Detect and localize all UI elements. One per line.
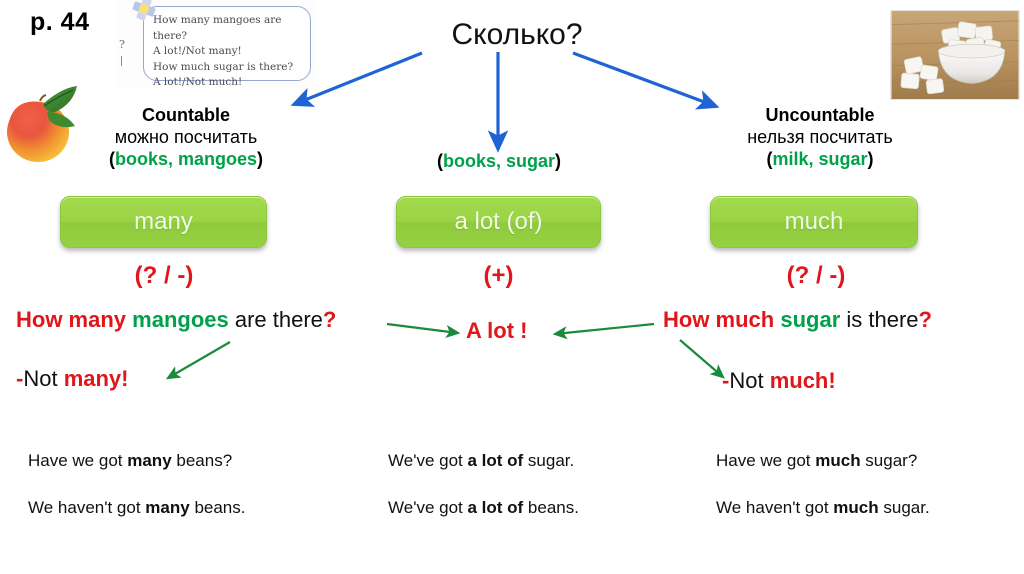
q-right-part4: ? (918, 307, 932, 332)
page-title-text: Сколько? (451, 18, 583, 51)
example-post: beans? (171, 451, 233, 470)
negative-not-much: -Not much! (722, 368, 836, 394)
uncountable-label-ru: нельзя посчитать (747, 127, 893, 147)
mango-photo (7, 86, 77, 162)
sugar-bowl-photo (890, 10, 1020, 100)
uncountable-label: Uncountable (765, 105, 875, 125)
speech-bubble-frame (143, 6, 311, 81)
countable-heading: Countable можно посчитать (books, mangoe… (86, 104, 286, 170)
button-much-label: much (784, 208, 844, 235)
answer-a-lot-text: A lot ! (466, 318, 528, 343)
q-left-part3: are there (228, 307, 323, 332)
arrow-right-question-to-alot (552, 322, 655, 340)
example-line: We've got a lot of beans. (388, 498, 579, 518)
button-a-lot-of-label: a lot (of) (454, 208, 543, 235)
neg-right-word: Not (729, 368, 770, 393)
flower-icon (132, 0, 156, 21)
q-right-part3: is there (840, 307, 919, 332)
textbook-question-mark: ? (119, 38, 125, 51)
example-pre: Have we got (716, 451, 816, 470)
page-label: p. 44 (30, 8, 90, 36)
middle-examples: (books, sugar) (436, 151, 562, 171)
countable-label-ru: можно посчитать (114, 127, 258, 147)
example-post: sugar. (878, 498, 930, 517)
example-line: Have we got much sugar? (716, 451, 930, 471)
example-line: Have we got many beans? (28, 451, 245, 471)
example-post: beans. (189, 498, 246, 517)
neg-left-dash: - (16, 366, 24, 391)
example-keyword: many (127, 451, 172, 470)
neg-left-highlight: many! (63, 366, 129, 391)
example-pre: We've got (388, 498, 468, 517)
example-post: sugar. (523, 451, 575, 470)
neg-right-highlight: much! (769, 368, 836, 393)
q-right-part1: How much (663, 307, 781, 332)
example-line: We've got a lot of sugar. (388, 451, 579, 471)
q-left-part2: mangoes (132, 307, 229, 332)
textbook-excerpt-image: ? How many mangoes are there? A lot!/Not… (115, 0, 317, 88)
textbook-excerpt-text: How many mangoes are there? A lot!/Not m… (153, 14, 294, 88)
examples-uncountable: Have we got much sugar? We haven't got m… (716, 451, 930, 545)
example-keyword: much (833, 498, 879, 517)
example-post: sugar? (860, 451, 918, 470)
example-keyword: a lot of (467, 451, 524, 470)
example-pre: Have we got (28, 451, 128, 470)
middle-heading: (books, sugar) (396, 150, 602, 172)
negative-not-many: -Not many! (16, 366, 128, 392)
examples-countable: Have we got many beans? We haven't got m… (28, 451, 245, 545)
uncountable-examples: (milk, sugar) (766, 149, 874, 169)
answer-a-lot: A lot ! (466, 318, 528, 344)
button-many-label: many (134, 208, 193, 235)
button-much[interactable]: much (710, 196, 918, 248)
question-how-many: How many mangoes are there? (16, 307, 336, 333)
sign-countable: (? / -) (134, 262, 194, 289)
example-keyword: many (145, 498, 190, 517)
example-keyword: much (815, 451, 861, 470)
example-keyword: a lot of (467, 498, 524, 517)
textbook-margin-mark (121, 56, 127, 66)
arrow-right-question-to-negative (679, 339, 725, 379)
q-right-part2: sugar (780, 307, 841, 332)
page-title: Сколько? (0, 18, 1024, 52)
button-a-lot-of[interactable]: a lot (of) (396, 196, 601, 248)
uncountable-heading: Uncountable нельзя посчитать (milk, suga… (712, 104, 928, 170)
countable-label: Countable (142, 105, 230, 125)
neg-left-word: Not (23, 366, 64, 391)
question-how-much: How much sugar is there? (663, 307, 932, 333)
example-line: We haven't got many beans. (28, 498, 245, 518)
example-pre: We haven't got (28, 498, 146, 517)
sign-uncountable: (? / -) (786, 262, 846, 289)
button-many[interactable]: many (60, 196, 267, 248)
sign-middle: (+) (483, 262, 514, 289)
examples-middle: We've got a lot of sugar. We've got a lo… (388, 451, 579, 545)
q-left-part4: ? (322, 307, 337, 332)
arrow-left-question-to-negative (165, 341, 231, 380)
example-post: beans. (523, 498, 579, 517)
q-left-part1: How many (16, 307, 133, 332)
example-pre: We've got (388, 451, 468, 470)
neg-right-dash: - (722, 368, 730, 393)
arrow-left-question-to-alot (386, 322, 461, 339)
example-pre: We haven't got (716, 498, 834, 517)
arrow-title-to-uncountable (572, 51, 720, 110)
example-line: We haven't got much sugar. (716, 498, 930, 518)
countable-examples: (books, mangoes) (108, 149, 264, 169)
